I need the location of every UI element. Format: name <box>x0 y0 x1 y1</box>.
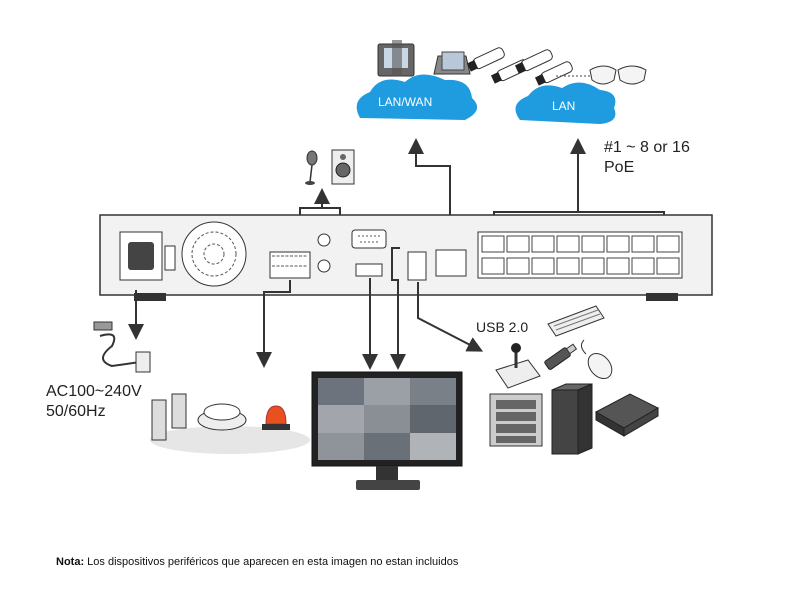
mouse-icon <box>580 339 613 380</box>
disclaimer-note: Nota: Los dispositivos periféricos que a… <box>56 556 458 568</box>
lan-wan-cloud: LAN/WAN <box>356 74 478 120</box>
note-text: Los dispositivos periféricos que aparece… <box>84 556 459 568</box>
poe-label: PoE <box>604 159 634 176</box>
alarm-siren-icon <box>262 405 290 430</box>
smoke-detector-icon <box>197 403 247 431</box>
microphone-icon <box>305 150 318 185</box>
lan-cloud: LAN <box>515 82 616 124</box>
tower-drive-icon <box>551 383 593 455</box>
usb-drive-icon <box>544 343 578 370</box>
vga-port <box>351 229 387 249</box>
power-socket <box>119 231 176 281</box>
nvr-back-panel <box>99 214 713 301</box>
joystick-icon <box>495 343 541 389</box>
audio-in-jack <box>317 259 331 273</box>
speaker-icon <box>331 149 355 185</box>
power-cable-icon <box>93 321 151 373</box>
connection-lines-bottom <box>128 247 484 370</box>
nas-icon <box>489 393 543 447</box>
usb-label: USB 2.0 <box>476 319 528 335</box>
monitor-icon <box>311 371 463 490</box>
external-hdd-icon <box>594 393 660 437</box>
dome-camera-icon <box>589 65 647 85</box>
lan-wan-label: LAN/WAN <box>378 95 432 109</box>
audio-out-jack <box>317 233 331 247</box>
lan-label: LAN <box>552 99 575 113</box>
bullet-camera-icon <box>466 47 573 86</box>
ac-frequency-label: 50/60Hz <box>46 403 106 420</box>
desktop-pc-icon <box>377 40 415 77</box>
alarm-devices-shadow <box>150 426 310 454</box>
poe-range-label: #1 ~ 8 or 16 <box>604 139 690 156</box>
laptop-icon <box>433 51 471 75</box>
note-prefix: Nota: <box>56 556 85 568</box>
poe-port-bank <box>477 231 683 279</box>
keyboard-icon <box>547 305 605 337</box>
hdmi-port <box>355 263 383 277</box>
ac-voltage-label: AC100~240V <box>46 383 142 400</box>
lan-port <box>435 249 467 277</box>
fan-grille <box>181 221 247 287</box>
usb-port <box>407 251 427 281</box>
door-sensor-icon <box>151 393 187 441</box>
